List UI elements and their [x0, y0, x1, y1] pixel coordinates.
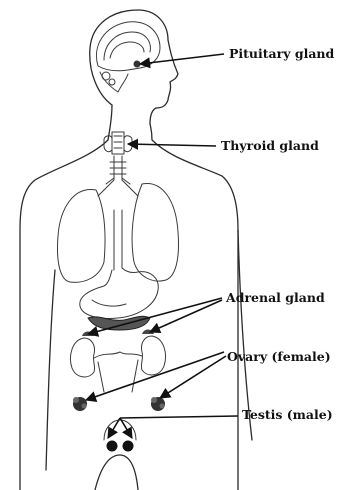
- trachea: [98, 156, 138, 196]
- label-testis: Testis (male): [242, 407, 333, 422]
- label-adrenal: Adrenal gland: [225, 290, 325, 305]
- esophagus: [114, 210, 122, 270]
- lungs: [58, 183, 179, 282]
- adrenal-arrow-right: [150, 300, 222, 332]
- label-pituitary: Pituitary gland: [229, 46, 335, 61]
- adrenal-arrow-left: [88, 298, 222, 334]
- brain-outline: [96, 22, 160, 92]
- kidneys: [71, 336, 166, 392]
- testis-arrow: [120, 416, 238, 418]
- label-thyroid: Thyroid gland: [221, 138, 319, 153]
- stomach: [80, 268, 158, 319]
- label-ovary: Ovary (female): [227, 349, 331, 364]
- thyroid-arrow: [128, 144, 216, 146]
- ovary-arrow-left: [86, 352, 224, 400]
- pituitary-gland: [134, 61, 141, 68]
- pituitary-arrow: [140, 54, 224, 64]
- label-arrows: [86, 54, 238, 438]
